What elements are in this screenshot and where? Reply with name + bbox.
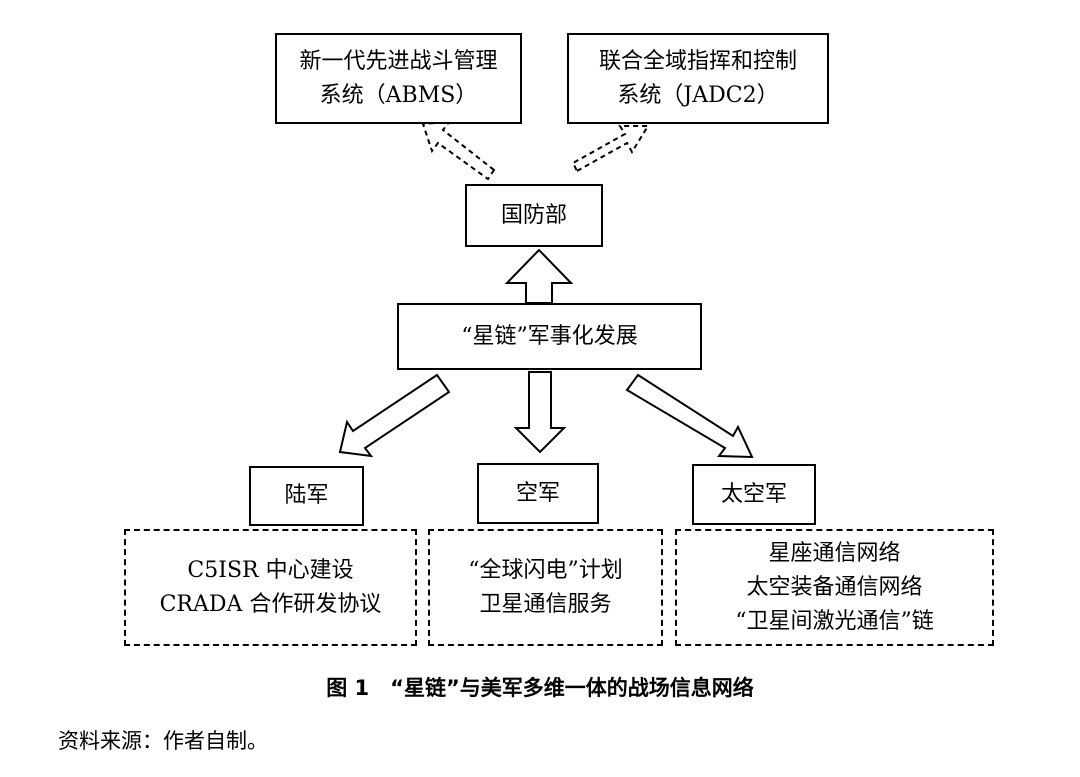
center-label: “星链”军事化发展 [461,323,638,349]
airforce-detail-2: 卫星通信服务 [479,591,612,617]
jadc2-line1: 联合全域指挥和控制 [598,48,797,74]
dashed-arrow-to-abms [421,120,496,181]
center-box: “星链”军事化发展 [397,303,702,370]
abms-line2: 系统（ABMS） [319,82,478,108]
airforce-label: 空军 [515,480,560,506]
up-arrow-to-dod [504,248,574,304]
arrow-to-airforce [513,371,567,454]
dod-label: 国防部 [500,202,567,228]
army-label: 陆军 [284,483,329,508]
spaceforce-detail-1: 星座通信网络 [768,540,901,566]
army-detail-box: C5ISR 中心建设 CRADA 合作研发协议 [124,529,417,646]
spaceforce-detail-box: 星座通信网络 太空装备通信网络 “卫星间激光通信”链 [675,529,994,646]
abms-line1: 新一代先进战斗管理 [299,48,498,74]
figure-caption: 图 1 “星链”与美军多维一体的战场信息网络 [326,676,754,700]
airforce-box: 空军 [477,463,599,524]
abms-box: 新一代先进战斗管理 系统（ABMS） [275,33,522,124]
spaceforce-detail-3: “卫星间激光通信”链 [735,608,934,634]
arrow-to-spaceforce [625,373,754,459]
dod-box: 国防部 [465,184,603,247]
army-detail-2: CRADA 合作研发协议 [159,591,382,617]
army-box: 陆军 [249,466,364,526]
airforce-detail-1: “全球闪电”计划 [468,557,623,583]
airforce-detail-box: “全球闪电”计划 卫星通信服务 [428,529,663,646]
army-detail-1: C5ISR 中心建设 [187,557,354,583]
spaceforce-label: 太空军 [720,481,787,507]
jadc2-box: 联合全域指挥和控制 系统（JADC2） [567,33,829,124]
jadc2-line2: 系统（JADC2） [617,82,779,108]
spaceforce-detail-2: 太空装备通信网络 [746,574,923,600]
arrow-to-army [338,373,451,458]
dashed-arrow-to-jadc2 [571,125,650,173]
source-note: 资料来源：作者自制。 [58,729,268,753]
spaceforce-box: 太空军 [692,464,816,525]
